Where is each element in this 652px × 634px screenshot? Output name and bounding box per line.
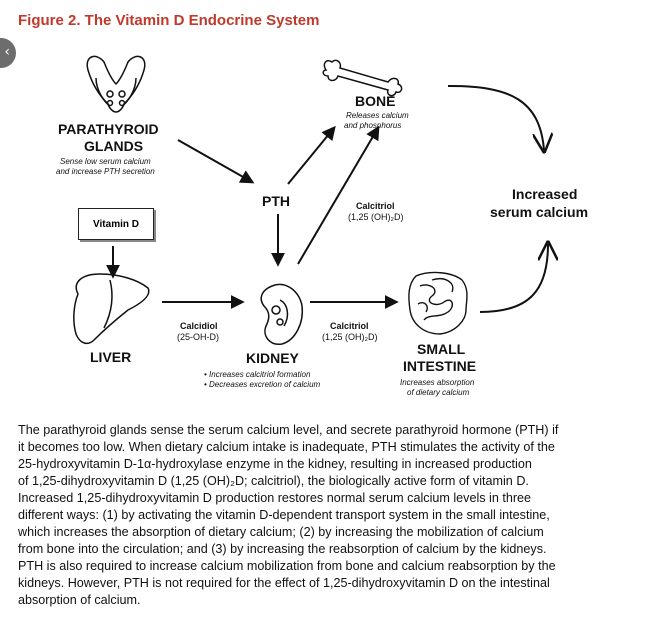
kidney-note-line1: • Increases calcitriol formation [204,370,311,379]
intestine-label-line2: INTESTINE [403,358,477,374]
caption-line: The parathyroid glands sense the serum c… [18,423,559,437]
caption-line: PTH is also required to increase calcium… [18,559,556,573]
liver-illustration [73,273,150,345]
intestine-note-line1: Increases absorption [400,378,475,387]
liver-label: LIVER [90,349,132,365]
parathyroid-note-line2: and increase PTH secretion [56,167,155,176]
caption-line: kidneys. However, PTH is not required fo… [18,576,550,590]
calcidiol-formula: (25-OH-D) [177,332,219,342]
vitamin-d-box: Vitamin D [78,208,154,240]
caption-line: different ways: (1) by activating the vi… [18,508,550,522]
calcitriol-bone-formula: (1,25 (OH)₂D) [348,212,404,222]
caption-line: 25-hydroxyvitamin D-1α-hydroxylase enzym… [18,457,532,471]
share-icon: ‹ [4,44,10,60]
arrow-parathyroid-to-pth [177,139,255,184]
increased-calcium-line1: Increased [512,186,578,202]
arrow-pth-to-bone [287,125,336,185]
parathyroid-label-line1: PARATHYROID [58,121,159,137]
calcitriol-intestine-formula: (1,25 (OH)₂D) [322,332,378,342]
parathyroid-note-line1: Sense low serum calcium [60,157,151,166]
curve-bone-to-calcium [448,85,544,150]
calcitriol-bone-name: Calcitriol [356,201,395,211]
kidney-note-line2: • Decreases excretion of calcium [204,380,321,389]
bone-note-line2: and phosphorus [344,121,402,130]
caption-line: absorption of calcium. [18,593,141,607]
open-arrows [448,85,548,313]
bone-label: BONE [355,93,396,109]
caption-line: it becomes too low. When dietary calcium… [18,440,555,454]
diagram-canvas [73,55,652,345]
calcitriol-intestine-name: Calcitriol [330,321,369,331]
pth-label: PTH [262,193,290,209]
bone-note-line1: Releases calcium [346,111,409,120]
intestine-note-line2: of dietary calcium [407,388,470,397]
increased-calcium-line2: serum calcium [490,204,589,220]
figure-title: Figure 2. The Vitamin D Endocrine System [18,12,320,29]
caption-line: which increases the absorption of dietar… [18,525,544,539]
small-intestine-illustration [408,271,468,335]
parathyroid-label-line2: GLANDS [84,138,144,154]
parathyroid-glands-illustration [86,55,146,113]
arrows [106,125,399,309]
caption-line: Increased 1,25-dihydroxyvitamin D produc… [18,491,532,505]
kidney-label: KIDNEY [246,350,299,366]
share-button[interactable]: ‹ [0,38,16,68]
caption-line: from bone into the circulation; and (3) … [18,542,547,556]
intestine-label-line1: SMALL [417,341,466,357]
calcidiol-name: Calcidiol [180,321,218,331]
figure-caption: The parathyroid glands sense the serum c… [18,422,636,609]
arrow-kidney-to-bone [297,125,380,265]
curve-intestine-to-calcium [479,244,548,313]
bone-illustration [322,59,403,97]
caption-line: of 1,25-dihydroxyvitamin D (1,25 (OH)₂D;… [18,474,529,488]
kidney-illustration [260,283,304,345]
